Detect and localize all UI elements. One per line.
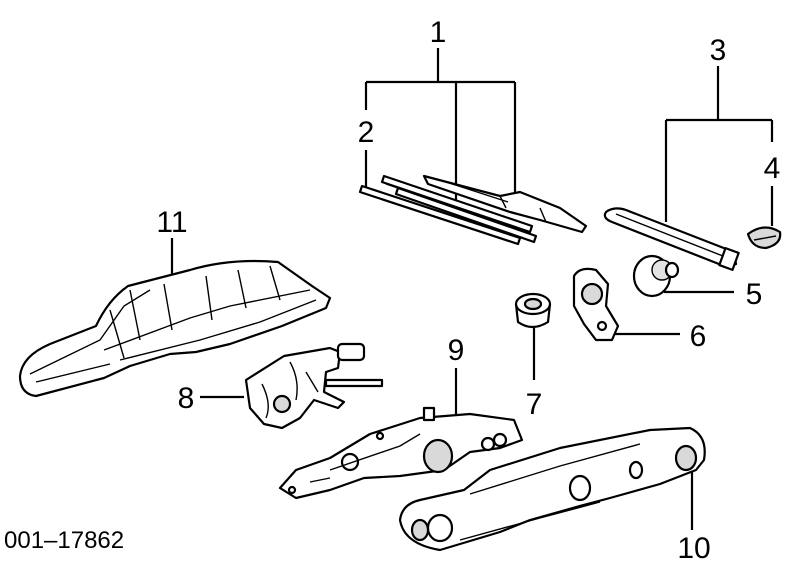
callout-10: 10 xyxy=(677,532,710,565)
callout-9: 9 xyxy=(448,334,465,367)
wiper-arm xyxy=(603,207,740,271)
callout-5: 5 xyxy=(746,278,763,311)
callout-11: 11 xyxy=(156,206,187,239)
callout-labels: 1 2 3 4 5 6 7 8 9 10 11 xyxy=(156,16,780,565)
pivot-bracket xyxy=(572,267,620,342)
callout-8: 8 xyxy=(178,382,195,415)
motor-cover xyxy=(18,259,332,398)
wiper-motor xyxy=(244,342,384,430)
callout-4: 4 xyxy=(764,152,781,185)
leader-lines xyxy=(170,48,774,530)
callout-7: 7 xyxy=(526,388,543,421)
pivot-housing xyxy=(398,426,706,552)
callout-1: 1 xyxy=(430,16,447,49)
wiper-linkage xyxy=(278,406,524,500)
callout-2: 2 xyxy=(358,116,375,149)
grommet xyxy=(514,292,552,329)
callout-6: 6 xyxy=(690,320,707,353)
arm-cap xyxy=(746,226,782,250)
reference-number: 001–17862 xyxy=(4,527,124,554)
pivot-nut xyxy=(632,254,680,298)
wiper-blade xyxy=(394,174,588,244)
callout-3: 3 xyxy=(710,34,727,67)
